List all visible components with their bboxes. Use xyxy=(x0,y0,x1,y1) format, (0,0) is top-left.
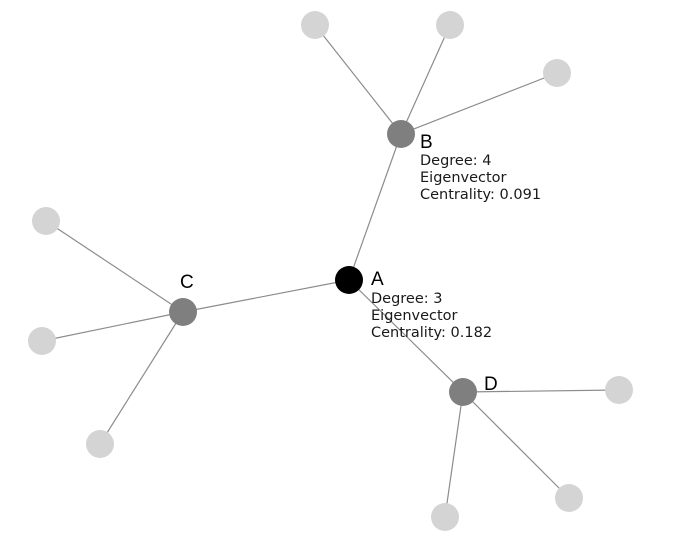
node-c-leaf-2 xyxy=(28,327,56,355)
node-d-leaf-2 xyxy=(555,484,583,512)
edge-d-leaf-2 xyxy=(462,391,570,499)
edge-c-leaf-3 xyxy=(99,311,184,445)
node-c-leaf-1 xyxy=(32,207,60,235)
edge-a-c xyxy=(182,279,350,313)
edge-b-leaf-3 xyxy=(400,72,558,135)
node-b-leaf-2 xyxy=(436,11,464,39)
edge-c-leaf-2 xyxy=(41,311,184,342)
node-d-label: D xyxy=(484,374,498,395)
node-b-degree: Degree: 4 xyxy=(420,153,492,169)
edge-d-leaf-3 xyxy=(444,391,464,518)
node-a-info: Degree: 3 Eigenvector Centrality: 0.182 xyxy=(371,291,492,341)
edge-d-leaf-1 xyxy=(462,389,620,393)
node-c xyxy=(169,298,197,326)
node-a-centrality: Centrality: 0.182 xyxy=(371,325,492,341)
node-b-label: B xyxy=(420,132,433,153)
node-b-leaf-1 xyxy=(301,11,329,39)
node-b-eigenvector-label: Eigenvector xyxy=(420,170,507,186)
edge-b-leaf-1 xyxy=(314,24,402,135)
leaf-nodes xyxy=(28,11,633,531)
edge-c-leaf-1 xyxy=(45,220,184,313)
node-b-leaf-3 xyxy=(543,59,571,87)
edge-b-leaf-2 xyxy=(400,24,451,135)
edge-a-d xyxy=(348,279,464,393)
node-d-leaf-1 xyxy=(605,376,633,404)
edges xyxy=(41,24,620,518)
node-labels: A B C D xyxy=(180,132,498,395)
node-b-centrality: Centrality: 0.091 xyxy=(420,187,541,203)
node-a-eigenvector-label: Eigenvector xyxy=(371,308,458,324)
node-c-label: C xyxy=(180,272,194,293)
edge-a-b xyxy=(348,133,402,281)
node-c-leaf-3 xyxy=(86,430,114,458)
node-d xyxy=(449,378,477,406)
node-b-info: Degree: 4 Eigenvector Centrality: 0.091 xyxy=(420,153,541,203)
node-b xyxy=(387,120,415,148)
hub-nodes xyxy=(169,120,477,406)
node-a-label: A xyxy=(371,269,384,290)
node-a xyxy=(335,266,363,294)
node-d-leaf-3 xyxy=(431,503,459,531)
node-a-degree: Degree: 3 xyxy=(371,291,443,307)
